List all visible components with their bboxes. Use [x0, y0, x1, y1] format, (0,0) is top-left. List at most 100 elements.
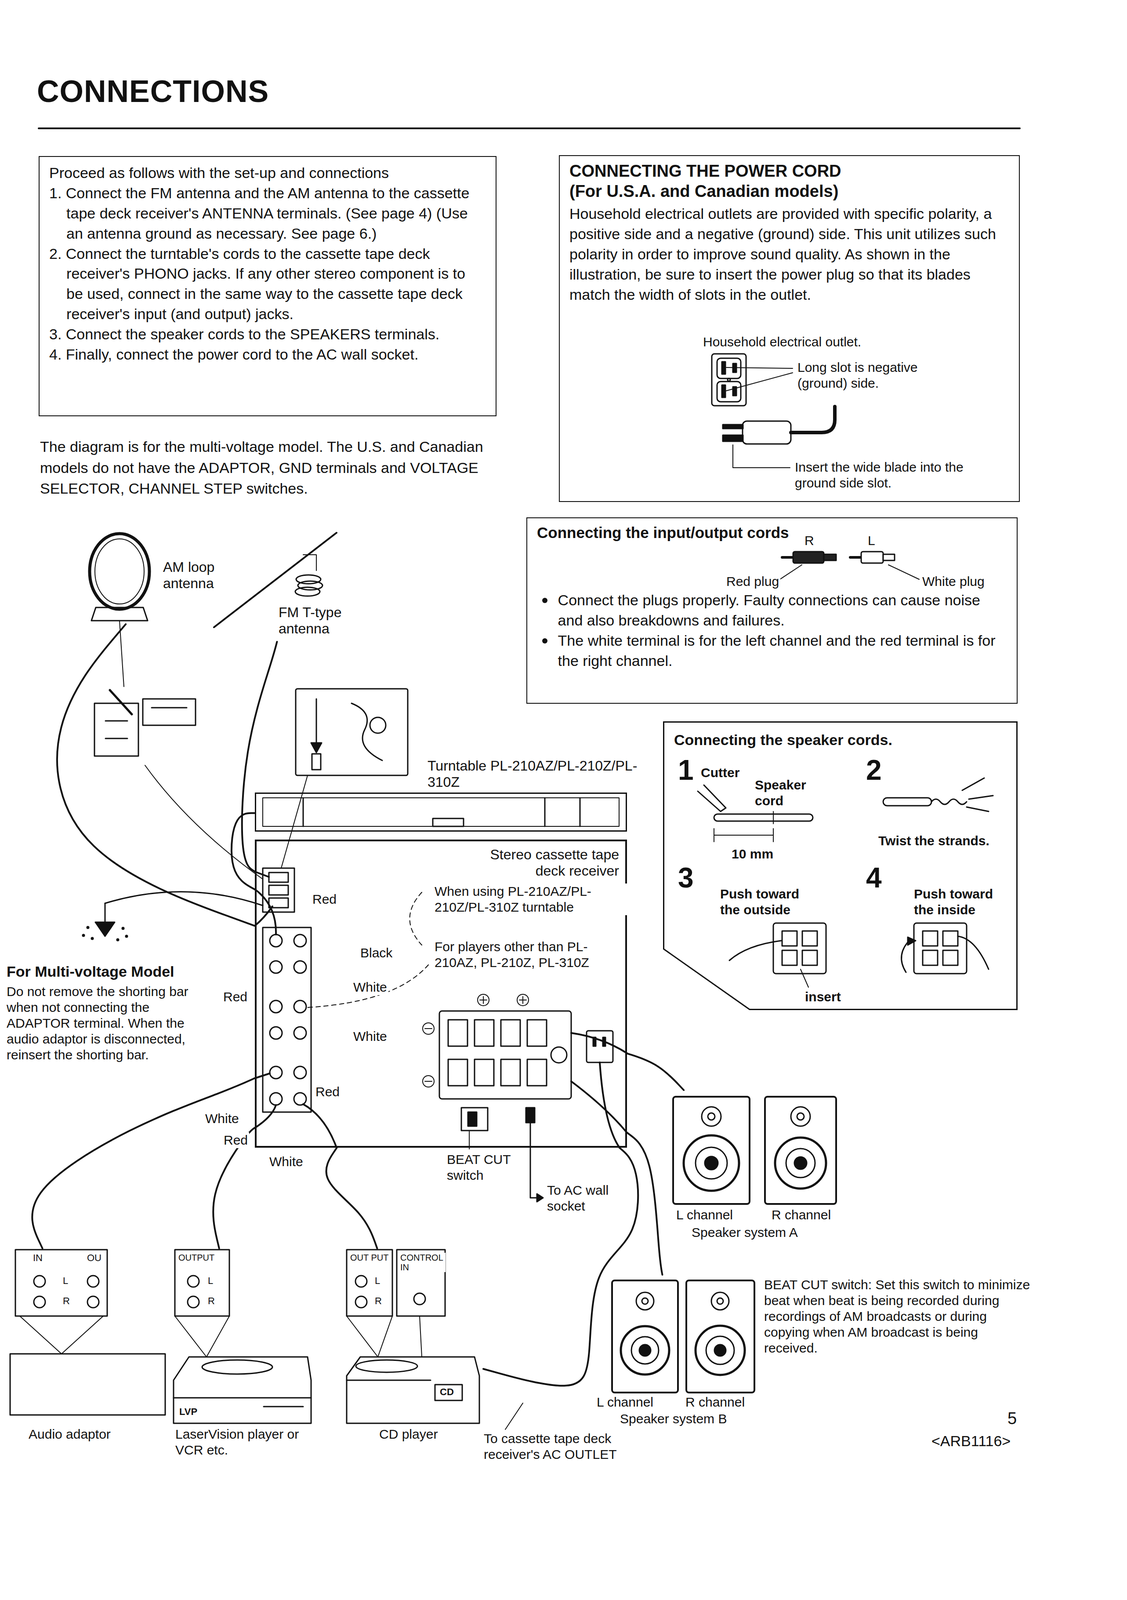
cable: [483, 1147, 638, 1386]
part-label: BEAT CUT switch: [445, 1151, 523, 1183]
jack-label: R: [373, 1295, 384, 1306]
figure-label: White plug: [920, 573, 986, 590]
polarity-mark: [424, 1080, 432, 1082]
info-box: CONNECTING THE POWER CORD(For U.S.A. and…: [558, 155, 1020, 502]
speaker: [775, 1137, 827, 1189]
figure-label: Cutter: [699, 764, 741, 781]
device-mark: CD: [438, 1386, 456, 1397]
antenna-terminal: [268, 872, 289, 882]
speaker: [797, 1112, 805, 1120]
cable: [626, 1053, 684, 1090]
dashed-bracket: [307, 891, 429, 1008]
jack-panel: [293, 1065, 307, 1079]
speaker-terminal: [802, 930, 818, 946]
polarity-mark: [422, 993, 529, 1087]
jack-panel: [269, 1000, 283, 1013]
wire-color-label: Red: [222, 1131, 250, 1148]
node-heading: L channel: [596, 1393, 654, 1410]
plug-wire: [254, 1104, 276, 1128]
fm-antenna: [295, 587, 320, 596]
wire-cutter: [697, 784, 726, 812]
jack-label: L: [61, 1275, 70, 1286]
rca-plug: [861, 551, 884, 563]
plug-wire: [254, 871, 337, 1148]
audio-adaptor-drawing: [33, 1275, 46, 1287]
node-heading: L channel: [676, 1206, 733, 1223]
terminal-detail: [311, 753, 321, 770]
speaker: [711, 1291, 729, 1310]
cable: [213, 1127, 255, 1248]
speaker: [786, 1148, 816, 1178]
speaker-terminal: [901, 922, 989, 974]
cable: [326, 1147, 378, 1248]
speaker: [764, 1096, 837, 1204]
speaker-terminal-panel: [439, 1010, 572, 1099]
ground-symbol: [104, 902, 106, 922]
speaker: [673, 1096, 750, 1204]
wall-outlet: [711, 353, 747, 406]
cd-player: CD player: [342, 1247, 484, 1450]
cd-player-drawing: [505, 1402, 523, 1429]
polarity-mark: [519, 996, 527, 1004]
cd-player-drawing: [346, 1249, 393, 1316]
speaker-terminal-panel: [500, 1019, 521, 1046]
jack-panel: [293, 1026, 307, 1039]
wall-outlet: [717, 358, 741, 379]
speaker-terminal: [729, 922, 827, 987]
rca-plug: [782, 551, 895, 563]
note-text: The diagram is for the multi-voltage mod…: [38, 436, 508, 500]
speaker-terminal: [957, 935, 989, 969]
part-label: To AC wall socket: [545, 1181, 624, 1214]
node-text: (For U.S.A. and Canadian models): [569, 181, 1010, 202]
note-text: BEAT CUT switch: Set this switch to mini…: [762, 1276, 1034, 1356]
jack-label: OUT PUT: [348, 1252, 390, 1262]
laservision-player: LaserVision player or VCR etc.: [171, 1247, 318, 1460]
cd-player-drawing: [413, 1292, 426, 1305]
cd-player-drawing: [346, 1249, 523, 1429]
polarity-mark: [477, 993, 490, 1006]
jack-label: CONTROL IN: [398, 1252, 446, 1272]
step-number: 3: [676, 863, 696, 892]
plug-wire: [254, 871, 269, 877]
node-heading: Connecting the speaker cords.: [674, 730, 893, 749]
dashed-bracket: [409, 891, 423, 945]
speaker-terminal: [922, 930, 938, 946]
wall-outlet: [717, 381, 741, 402]
wire-color-label: White: [351, 978, 389, 995]
speaker: [707, 1112, 715, 1120]
leader-line: [779, 564, 920, 580]
terminal-detail: [109, 689, 132, 714]
node-heading: Connecting the input/output cords: [536, 523, 801, 542]
jack-panel: [269, 1092, 283, 1105]
jack-label: IN: [31, 1252, 44, 1263]
title-rule: [38, 127, 1020, 130]
power-cord: [525, 1107, 535, 1123]
leader-line: [779, 564, 920, 580]
note-text: Do not remove the shorting bar when not …: [5, 983, 215, 1063]
jack-panel: [293, 934, 307, 947]
figure-label: Long slot is negative (ground) side.: [796, 359, 949, 392]
wire-color-label: White: [268, 1153, 305, 1170]
audio-adaptor-drawing: [19, 1315, 104, 1354]
terminal-detail: [311, 742, 322, 753]
terminal-detail: [315, 698, 318, 743]
laservision-drawing: [173, 1397, 312, 1407]
turntable-body: [262, 797, 620, 827]
node-text: Speaker system B: [619, 1410, 727, 1427]
part-label: To cassette tape deck receiver's AC OUTL…: [482, 1430, 622, 1462]
plug-wire: [254, 905, 273, 926]
power-cord: [536, 1193, 544, 1202]
cd-player-drawing: [396, 1249, 446, 1316]
terminal-detail: [105, 707, 187, 739]
ac-outlet: [602, 1036, 606, 1046]
speaker: [794, 1156, 807, 1169]
speaker: [695, 1146, 728, 1179]
wire-color-label: Red: [221, 988, 249, 1005]
document-code: <ARB1116>: [930, 1430, 1012, 1452]
node-text: R channel: [771, 1206, 831, 1223]
cable: [242, 641, 278, 872]
node-text: 3. Connect the speaker cords to the SPEA…: [49, 324, 486, 345]
twisted-strands: [883, 777, 993, 812]
speaker-terminal: [782, 930, 798, 946]
